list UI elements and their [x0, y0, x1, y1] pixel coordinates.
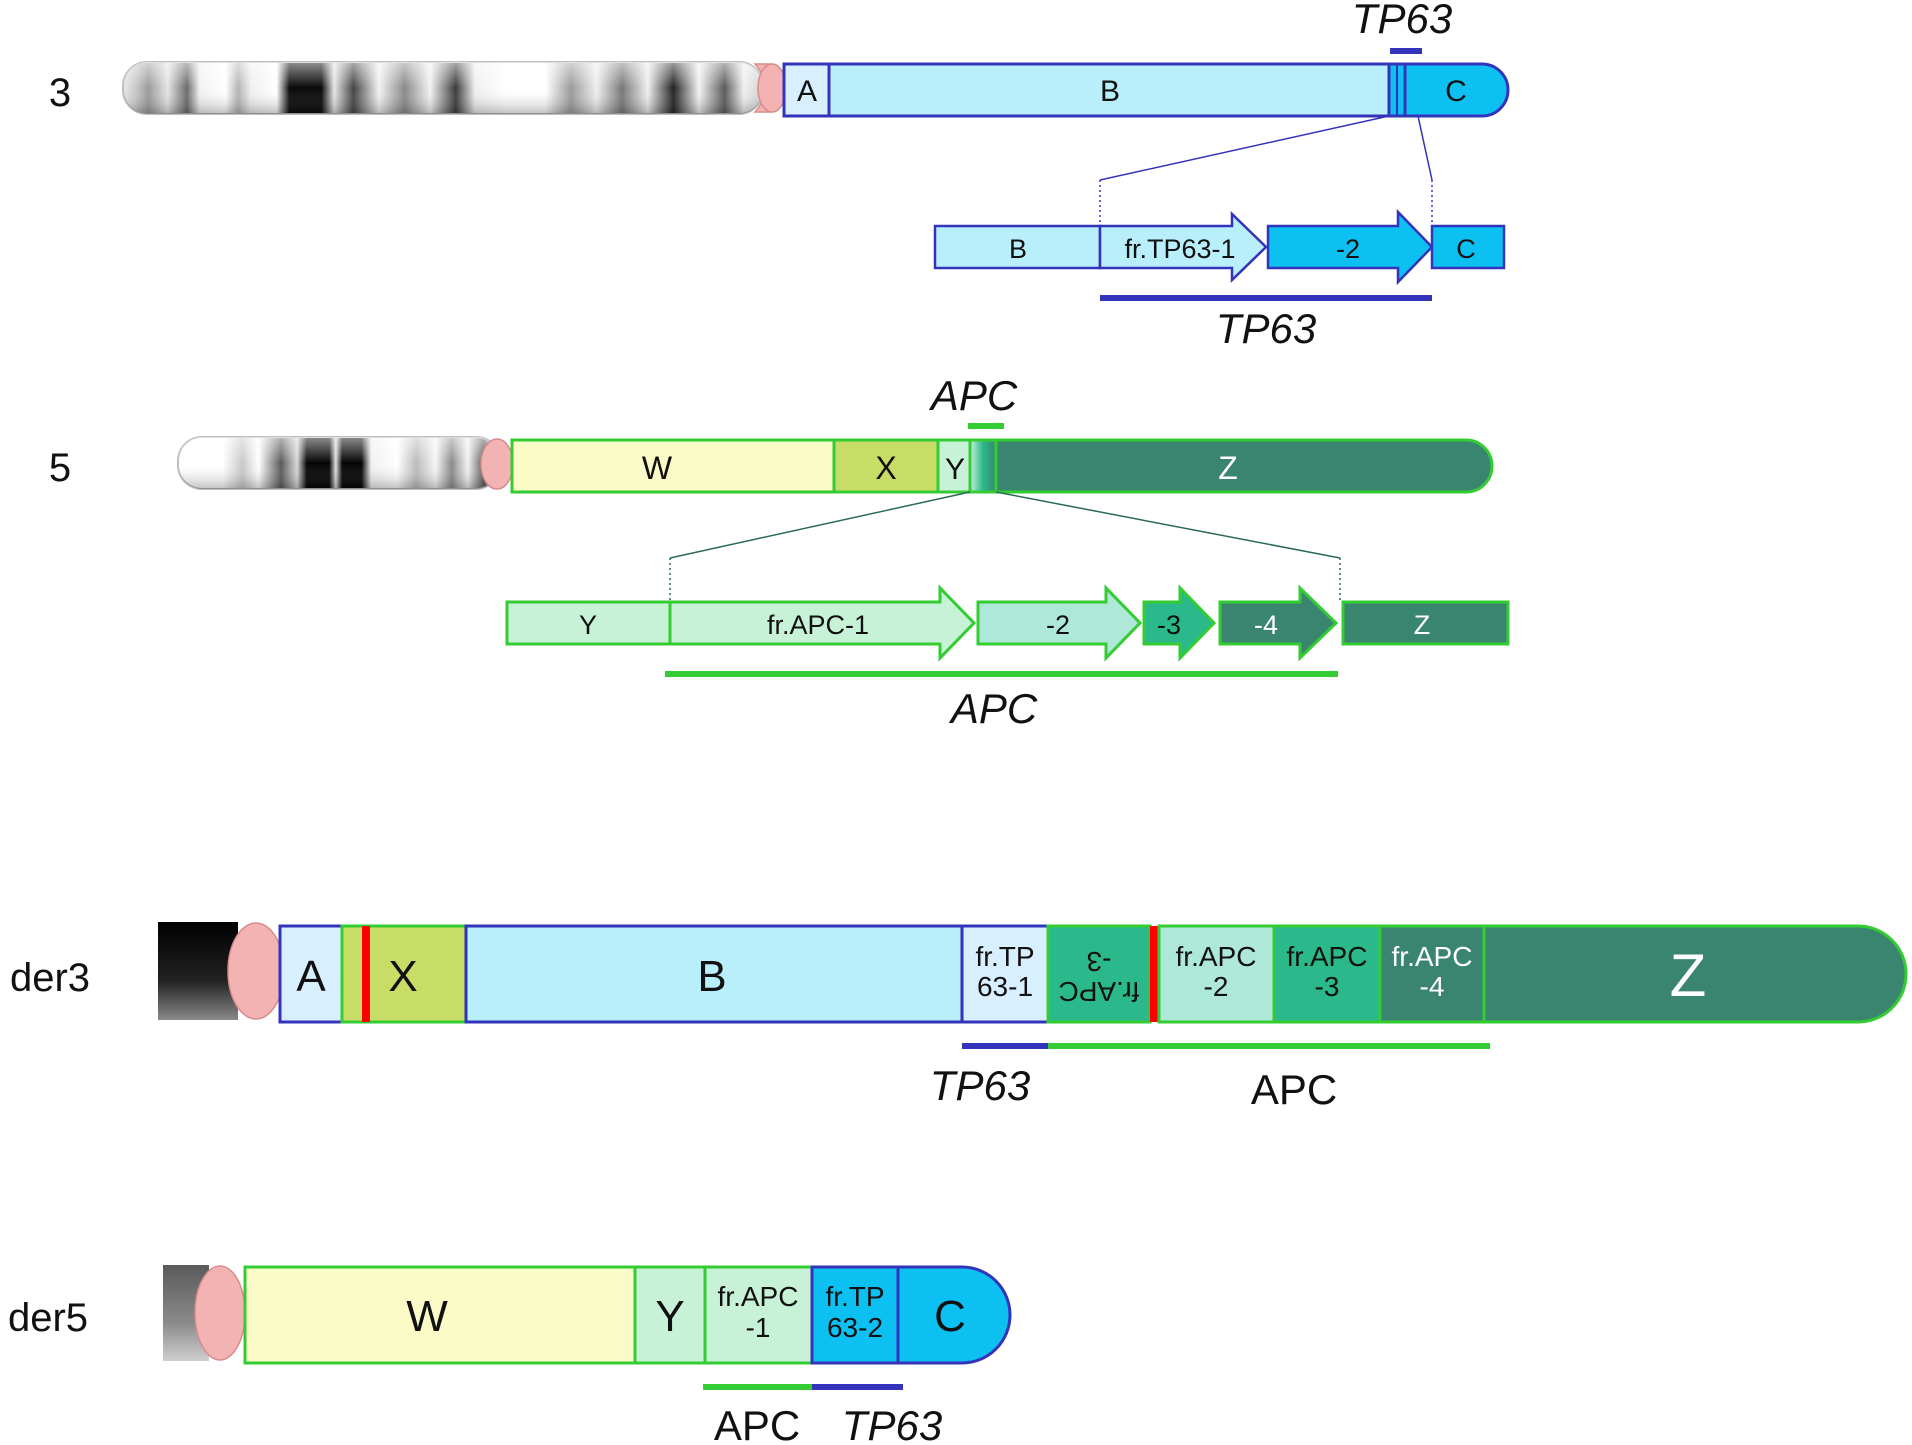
der5-apc-gene-label: APC [714, 1402, 800, 1445]
der3-apc2-line1: fr.APC [1176, 941, 1257, 972]
der5-apc1-line2: -1 [746, 1312, 771, 1343]
chr5-zoom-frag2-arrow [976, 584, 1143, 662]
chr5-segment-y [936, 438, 972, 494]
chr5-zoom-frag4-arrow [1218, 584, 1339, 662]
der5-segment-apc1 [703, 1265, 814, 1365]
der3-apc3-inverted-line2: -3 [1087, 946, 1112, 977]
chr5-label-y: Y [945, 453, 965, 486]
der3-label-a: A [296, 952, 326, 1001]
chr3-zoom-c [1430, 224, 1506, 270]
chr3-zoom-b [933, 224, 1102, 270]
chr5-zoom-y [505, 600, 672, 646]
der3-p-arm [158, 922, 238, 1020]
der3-apc3-line1: fr.APC [1287, 941, 1368, 972]
der3-tp63-1-line2: 63-1 [977, 971, 1033, 1002]
der5-label-y: Y [655, 1292, 684, 1341]
chr5-zoom-frag1-arrow [668, 584, 977, 662]
der5-tp63-gene-label: TP63 [842, 1402, 942, 1445]
chr5-segment-w [510, 438, 836, 494]
der5-label-c: C [934, 1292, 966, 1341]
chr5-label-x: X [875, 450, 896, 486]
der3-apc3-inverted-text: fr.APC -3 [1059, 946, 1140, 1007]
chr5-zoom-z-label: Z [1414, 610, 1431, 640]
chr3-zoom-frag2-label: -2 [1336, 234, 1360, 264]
chr5-zoom-z [1341, 600, 1510, 646]
chr3-zoom-frag1-arrow [1098, 211, 1268, 283]
der3-break-2 [1150, 926, 1159, 1022]
chr5-zoom-detail: Y fr.APC-1 -2 -3 -4 Z APC [505, 584, 1510, 732]
chr3-zoom-line-right [1417, 115, 1433, 181]
chr3-zoom-frag1-label: fr.TP63-1 [1124, 234, 1235, 264]
derivative-chromosome-5: der5 W Y fr.APC -1 fr.TP 63-2 C APC TP63 [8, 1265, 1012, 1445]
chr5-label: 5 [49, 446, 71, 490]
chr3-segment-c [1403, 62, 1510, 118]
chr5-zoom-frag2-label: -2 [1046, 610, 1070, 640]
der3-label-b: B [697, 952, 726, 1001]
chr5-label-z: Z [1218, 450, 1238, 486]
chr3-label-b: B [1100, 75, 1120, 108]
chr5-zoom-frag4-label: -4 [1254, 610, 1278, 640]
chr3-segment-b [827, 62, 1391, 118]
der3-label-x: X [388, 952, 417, 1001]
chr3-zoom-gene-label: TP63 [1216, 305, 1316, 352]
chr3-label-a: A [797, 75, 817, 108]
chr3-zoom-detail: B fr.TP63-1 -2 C TP63 [933, 208, 1506, 352]
der3-apc4-line1: fr.APC [1392, 941, 1473, 972]
chr5-centromere [480, 438, 514, 490]
der3-segment-a [278, 924, 344, 1024]
chr3-zoom-frag2-arrow [1266, 208, 1434, 286]
chr3-zoom-c-label: C [1456, 234, 1476, 264]
der5-segment-tp63-2 [810, 1265, 900, 1365]
chr5-zoom-frag1-label: fr.APC-1 [767, 610, 869, 640]
der3-apc-gene-label: APC [1251, 1066, 1337, 1113]
der3-apc4-line2: -4 [1420, 971, 1445, 1002]
chr5-zoom-frag3-arrow [1142, 584, 1217, 662]
der3-centromere [227, 922, 285, 1020]
der5-tp63-2-line2: 63-2 [827, 1312, 883, 1343]
der3-label: der3 [10, 956, 90, 1000]
chr3-centromere-knob [757, 63, 787, 113]
der3-segment-apc4 [1378, 924, 1486, 1024]
der3-apc3-inverted-line1: fr.APC [1059, 976, 1140, 1007]
chr3-zoom-line-left [1099, 115, 1390, 181]
der3-segment-tp63-1 [960, 924, 1050, 1024]
derivative-chromosome-3: der3 A X B fr.TP 63-1 fr.APC -3 fr.APC -… [10, 922, 1908, 1113]
der3-label-z: Z [1670, 942, 1707, 1009]
chromosome-3: 3 A B C TP63 B fr.TP63-1 [49, 0, 1510, 352]
der5-label-w: W [406, 1292, 448, 1341]
chr3-label-c: C [1445, 75, 1467, 108]
chr3-zoom-b-label: B [1009, 234, 1027, 264]
chr5-label-w: W [642, 450, 673, 486]
der5-segment-w [243, 1265, 637, 1365]
chr5-zoom-line-left [669, 491, 971, 559]
chr5-zoom-line-right [995, 491, 1341, 559]
chr5-zoom-y-label: Y [579, 610, 597, 640]
chr5-apc-gene-label: APC [928, 372, 1018, 419]
der5-segment-c [896, 1265, 1012, 1365]
chromosome-5: 5 W X Y Z APC Y fr.APC-1 -2 -3 - [49, 372, 1510, 732]
der3-apc3-line2: -3 [1315, 971, 1340, 1002]
der5-label: der5 [8, 1296, 88, 1340]
der3-segment-b [464, 924, 964, 1024]
chr3-p-arm-shade [123, 62, 763, 114]
der3-tp63-gene-label: TP63 [930, 1062, 1030, 1109]
chr5-segment-z [994, 438, 1494, 494]
der3-segment-apc3 [1272, 924, 1382, 1024]
der3-apc2-line2: -2 [1204, 971, 1229, 1002]
der5-centromere [194, 1265, 246, 1361]
chr3-label: 3 [49, 71, 71, 115]
chr5-zoom-gene-label: APC [948, 685, 1038, 732]
der5-apc1-line1: fr.APC [718, 1281, 799, 1312]
der3-segment-z [1482, 924, 1908, 1024]
chr5-zoom-frag3-label: -3 [1157, 610, 1181, 640]
chr3-tp63-gene-label: TP63 [1352, 0, 1452, 42]
chr5-apc-locus [968, 438, 998, 494]
chr5-p-arm-shade [178, 437, 500, 489]
der5-tp63-2-line1: fr.TP [825, 1281, 884, 1312]
der3-tp63-1-line1: fr.TP [975, 941, 1034, 972]
der3-break-1 [362, 926, 370, 1022]
